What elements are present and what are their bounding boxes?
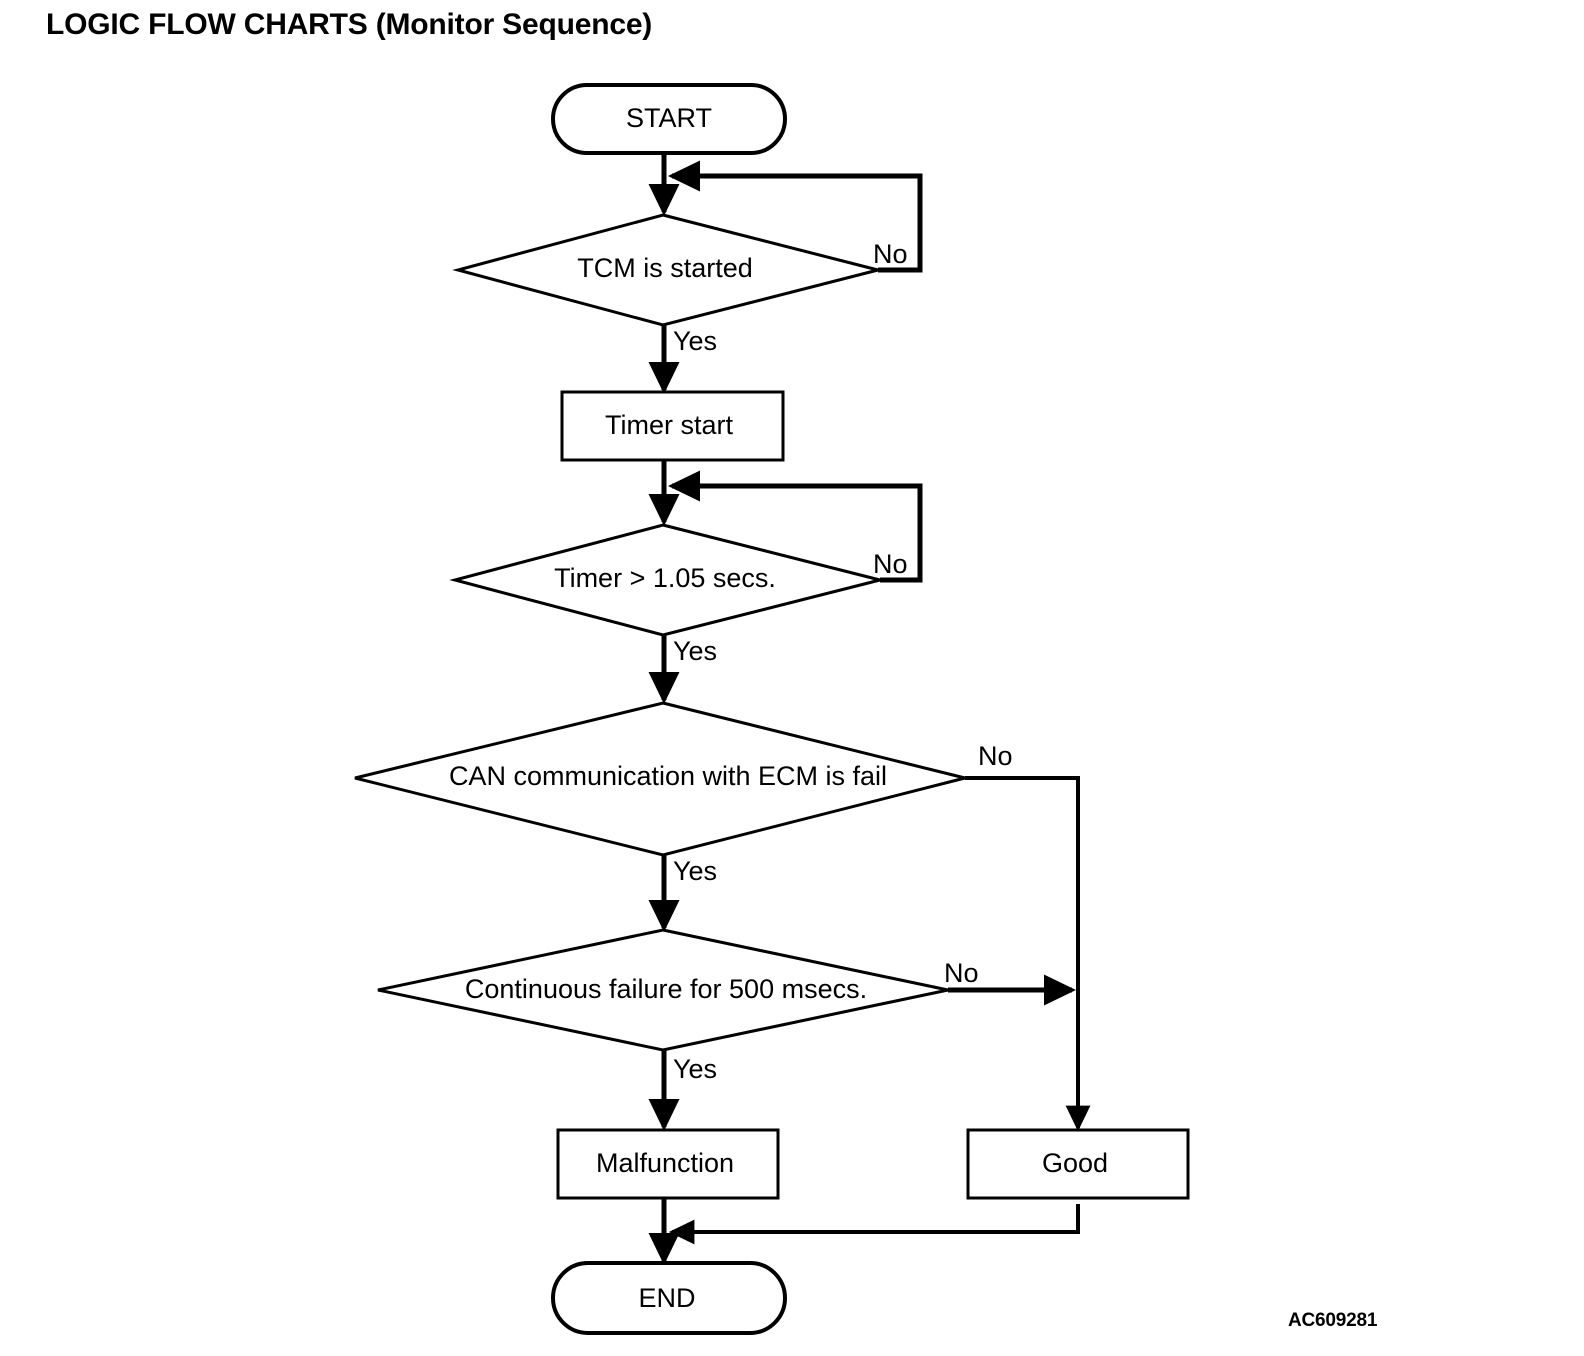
figure-reference-code: AC609281 (1288, 1310, 1378, 1331)
edge-label-timer-no: No (873, 549, 908, 579)
node-timer-start (560, 390, 785, 462)
page-title: LOGIC FLOW CHARTS (Monitor Sequence) (46, 8, 653, 41)
node-continuous-failure-label: Continuous failure for 500 msecs. (465, 974, 867, 1004)
node-start-label: START (626, 103, 712, 133)
edge-timer-no-loopback (667, 470, 923, 583)
node-tcm-started-label: TCM is started (577, 253, 753, 283)
edge-label-continuous-yes: Yes (673, 1054, 717, 1084)
node-end-label: END (638, 1283, 695, 1313)
node-tcm-started (452, 213, 879, 327)
edge-label-can-yes: Yes (673, 856, 717, 886)
edge-tcm-no-loopback (667, 160, 923, 273)
node-continuous-failure (377, 928, 949, 1052)
edge-label-tcm-yes: Yes (673, 326, 717, 356)
node-malfunction (556, 1128, 780, 1200)
node-can-fail (354, 701, 966, 857)
node-timer-threshold (449, 523, 881, 637)
node-can-fail-label: CAN communication with ECM is fail (449, 761, 887, 791)
node-timer-threshold-label: Timer > 1.05 secs. (554, 563, 776, 593)
node-malfunction-label: Malfunction (596, 1148, 734, 1178)
node-end (551, 1261, 787, 1335)
edge-label-can-no: No (978, 741, 1013, 771)
edge-label-timer-yes: Yes (673, 636, 717, 666)
node-good (966, 1128, 1190, 1200)
node-timer-start-label: Timer start (605, 410, 733, 440)
edge-label-continuous-no: No (944, 958, 979, 988)
edge-good-to-end-merge (668, 1204, 1080, 1245)
node-good-label: Good (1042, 1148, 1108, 1178)
node-start (551, 83, 787, 155)
edge-label-tcm-no: No (873, 239, 908, 269)
edge-can-no-to-good (965, 776, 1091, 1132)
